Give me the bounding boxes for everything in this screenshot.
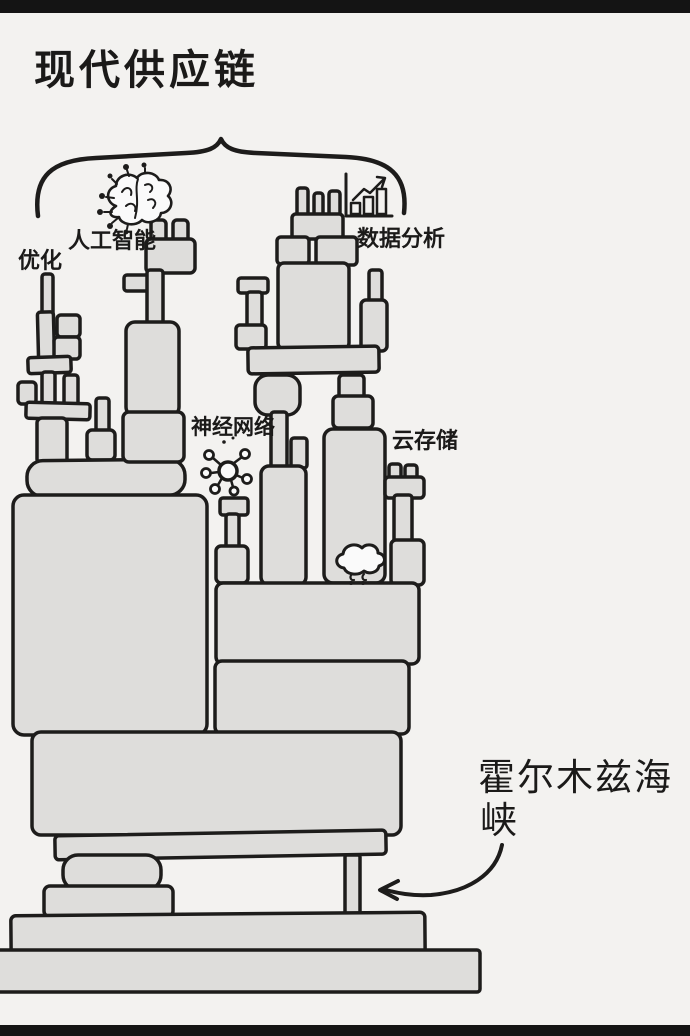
block <box>62 373 80 407</box>
block <box>145 268 165 328</box>
block <box>314 235 359 267</box>
top-frame-bar <box>0 0 690 13</box>
bar-chart-icon <box>344 172 394 218</box>
block <box>359 298 389 353</box>
block <box>144 237 197 275</box>
block <box>11 493 209 737</box>
block <box>124 320 181 418</box>
label-cloud-storage: 云存储 <box>392 428 458 454</box>
bottom-frame-bar <box>0 1025 690 1036</box>
block <box>121 410 186 464</box>
callout-arrow-icon <box>378 843 504 901</box>
label-artificial-intelligence: 人工智能 <box>68 228 156 254</box>
block <box>392 493 414 545</box>
tower-ai <box>121 218 197 464</box>
block <box>55 313 82 339</box>
block <box>246 344 381 376</box>
block <box>331 394 375 430</box>
block <box>253 373 302 417</box>
callout-strait-line1: 霍尔木兹海 <box>478 756 673 799</box>
block <box>213 659 411 736</box>
block <box>214 544 250 585</box>
block <box>42 884 175 919</box>
tower-right <box>213 186 426 736</box>
molecule-icon <box>200 436 253 497</box>
block <box>94 396 111 434</box>
label-optimization: 优化 <box>18 248 62 274</box>
block <box>35 416 69 466</box>
block <box>245 290 264 330</box>
block <box>224 512 241 551</box>
block <box>214 581 421 666</box>
block <box>35 310 57 364</box>
strait-support-stick <box>343 853 362 920</box>
block <box>30 730 403 837</box>
label-data-analytics: 数据分析 <box>357 226 445 252</box>
block <box>25 457 187 499</box>
page-title: 现代供应链 <box>34 46 259 94</box>
block <box>40 272 55 318</box>
block <box>289 436 309 470</box>
tower-base <box>0 730 482 994</box>
rain-cloud-icon <box>335 543 386 585</box>
block <box>389 538 426 587</box>
block <box>259 464 308 587</box>
block <box>53 828 388 862</box>
block <box>275 235 311 266</box>
block <box>276 261 351 351</box>
brain-icon <box>97 162 173 235</box>
block <box>234 323 268 351</box>
callout-strait-line2: 峡 <box>480 799 519 842</box>
block <box>0 948 482 994</box>
block <box>85 428 117 462</box>
label-neural-network: 神经网络 <box>191 415 275 439</box>
curly-brace <box>34 136 407 219</box>
